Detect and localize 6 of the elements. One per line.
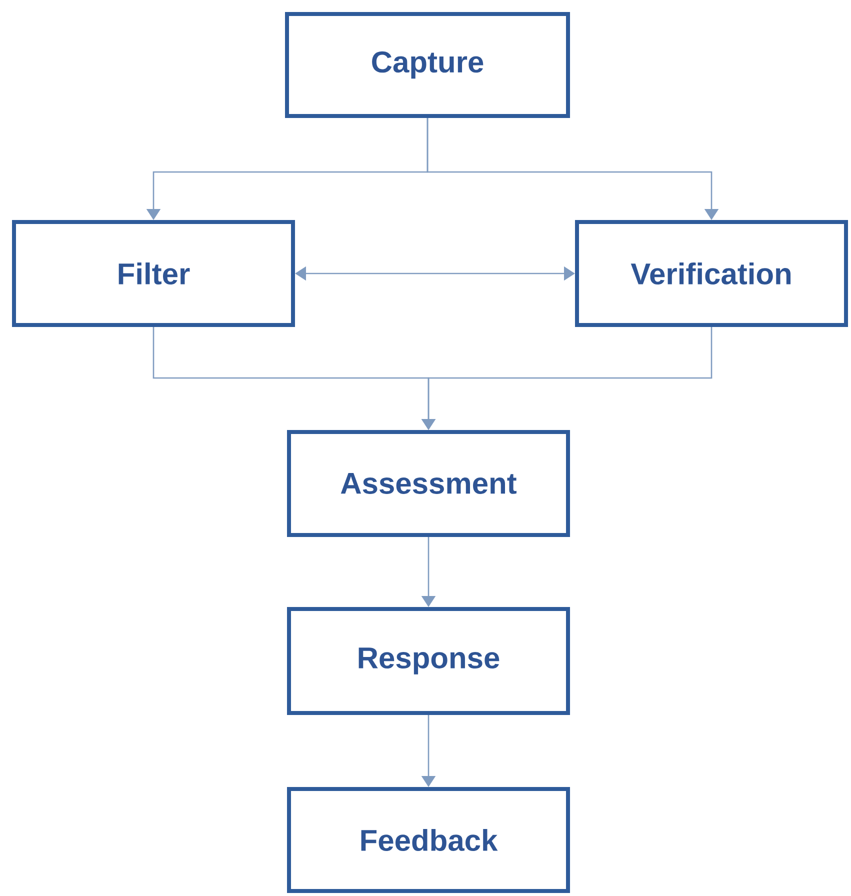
process-box: Verification	[575, 220, 848, 327]
process-box: Assessment	[287, 430, 570, 537]
process-box: Filter	[12, 220, 295, 327]
process-box: Feedback	[287, 787, 570, 893]
process-box: Capture	[285, 12, 570, 118]
process-box: Response	[287, 607, 570, 715]
